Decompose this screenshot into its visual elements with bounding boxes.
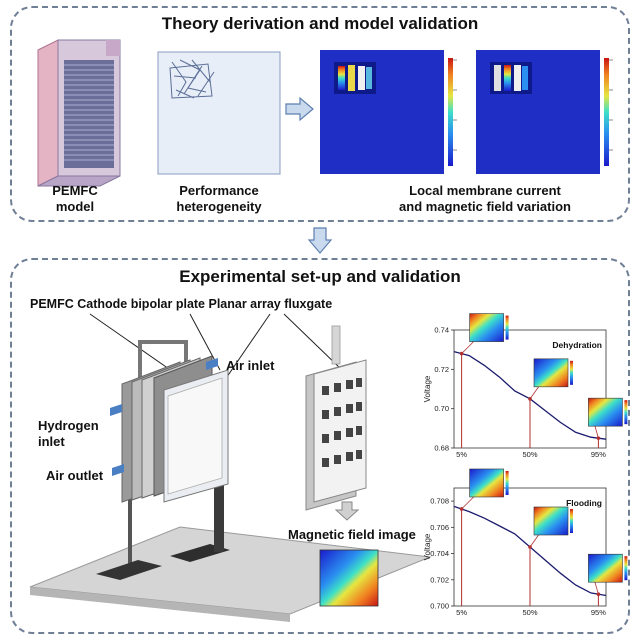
experimental-rig-illustration bbox=[29, 313, 432, 622]
y-tick-label: 0.704 bbox=[430, 549, 449, 558]
top-panel-title: Theory derivation and model validation bbox=[161, 14, 479, 33]
marker-label: 95% bbox=[591, 608, 606, 617]
inset-leader bbox=[529, 384, 541, 400]
inset-leader bbox=[461, 494, 476, 510]
marker-label: 95% bbox=[591, 450, 606, 459]
bottom-panel-title: Experimental set-up and validation bbox=[179, 267, 461, 286]
y-tick-label: 0.700 bbox=[430, 602, 449, 611]
inset-heatmap bbox=[588, 397, 623, 427]
inset-leader bbox=[529, 532, 541, 548]
marker-point bbox=[596, 592, 601, 596]
inset-colorbar bbox=[505, 470, 509, 495]
y-tick-label: 0.74 bbox=[434, 326, 449, 335]
performance-heterogeneity-image bbox=[157, 51, 281, 175]
magnetic-field-image-label: Magnetic field image bbox=[288, 527, 416, 542]
inset-heatmap bbox=[588, 553, 623, 583]
marker-label: 5% bbox=[456, 450, 467, 459]
bottom-panel bbox=[10, 258, 630, 634]
inset-leader bbox=[594, 424, 599, 439]
y-tick-label: 0.706 bbox=[430, 523, 449, 532]
flooding-chart: 0.708 0.706 0.704 0.702 0.700 Voltage Flooding… bbox=[423, 468, 628, 617]
y-axis-label: Voltage bbox=[423, 375, 432, 402]
inset-leader bbox=[594, 580, 599, 595]
top-panel bbox=[10, 6, 630, 222]
component-labels: PEMFC Cathode bipolar plate Planar array… bbox=[30, 297, 333, 311]
y-tick-label: 0.708 bbox=[430, 497, 449, 506]
y-tick-label: 0.68 bbox=[434, 444, 449, 453]
magnetic-field-heatmap bbox=[476, 50, 613, 174]
marker-label: 5% bbox=[456, 608, 467, 617]
pemfc-model-label: PEMFC model bbox=[52, 183, 98, 214]
membrane-current-heatmap bbox=[320, 50, 457, 174]
down-arrow-icon bbox=[307, 227, 333, 254]
inset-colorbar bbox=[505, 315, 509, 340]
y-tick-label: 0.72 bbox=[434, 365, 449, 374]
marker-label: 50% bbox=[522, 608, 537, 617]
inset-colorbar bbox=[624, 400, 628, 425]
local-membrane-label: Local membrane current and magnetic fiel… bbox=[399, 183, 571, 214]
y-axis-label: Voltage bbox=[423, 533, 432, 560]
inset-heatmap bbox=[469, 313, 504, 342]
dehydration-chart: 0.74 0.72 0.70 0.68 Voltage Dehydration 5% 50% 9… bbox=[423, 313, 628, 459]
air-outlet-label: Air outlet bbox=[46, 468, 104, 483]
air-inlet-label: Air inlet bbox=[226, 358, 275, 373]
inset-heatmap bbox=[469, 468, 504, 498]
inset-colorbar bbox=[624, 556, 628, 581]
inset-leader bbox=[461, 339, 476, 354]
inset-heatmap bbox=[533, 506, 569, 536]
condition-annotation: Flooding bbox=[566, 498, 602, 508]
y-tick-label: 0.702 bbox=[430, 575, 449, 584]
inset-colorbar bbox=[570, 360, 573, 385]
inset-heatmap bbox=[533, 358, 569, 388]
marker-label: 50% bbox=[522, 450, 537, 459]
hydrogen-inlet-label: Hydrogen inlet bbox=[38, 418, 99, 449]
marker-point bbox=[596, 436, 601, 440]
performance-heterogeneity-label: Performance heterogeneity bbox=[176, 183, 262, 214]
right-arrow-icon bbox=[285, 96, 314, 122]
y-tick-label: 0.70 bbox=[434, 404, 449, 413]
condition-annotation: Dehydration bbox=[552, 340, 602, 350]
pemfc-stack-illustration bbox=[37, 39, 121, 187]
inset-colorbar bbox=[570, 509, 573, 533]
